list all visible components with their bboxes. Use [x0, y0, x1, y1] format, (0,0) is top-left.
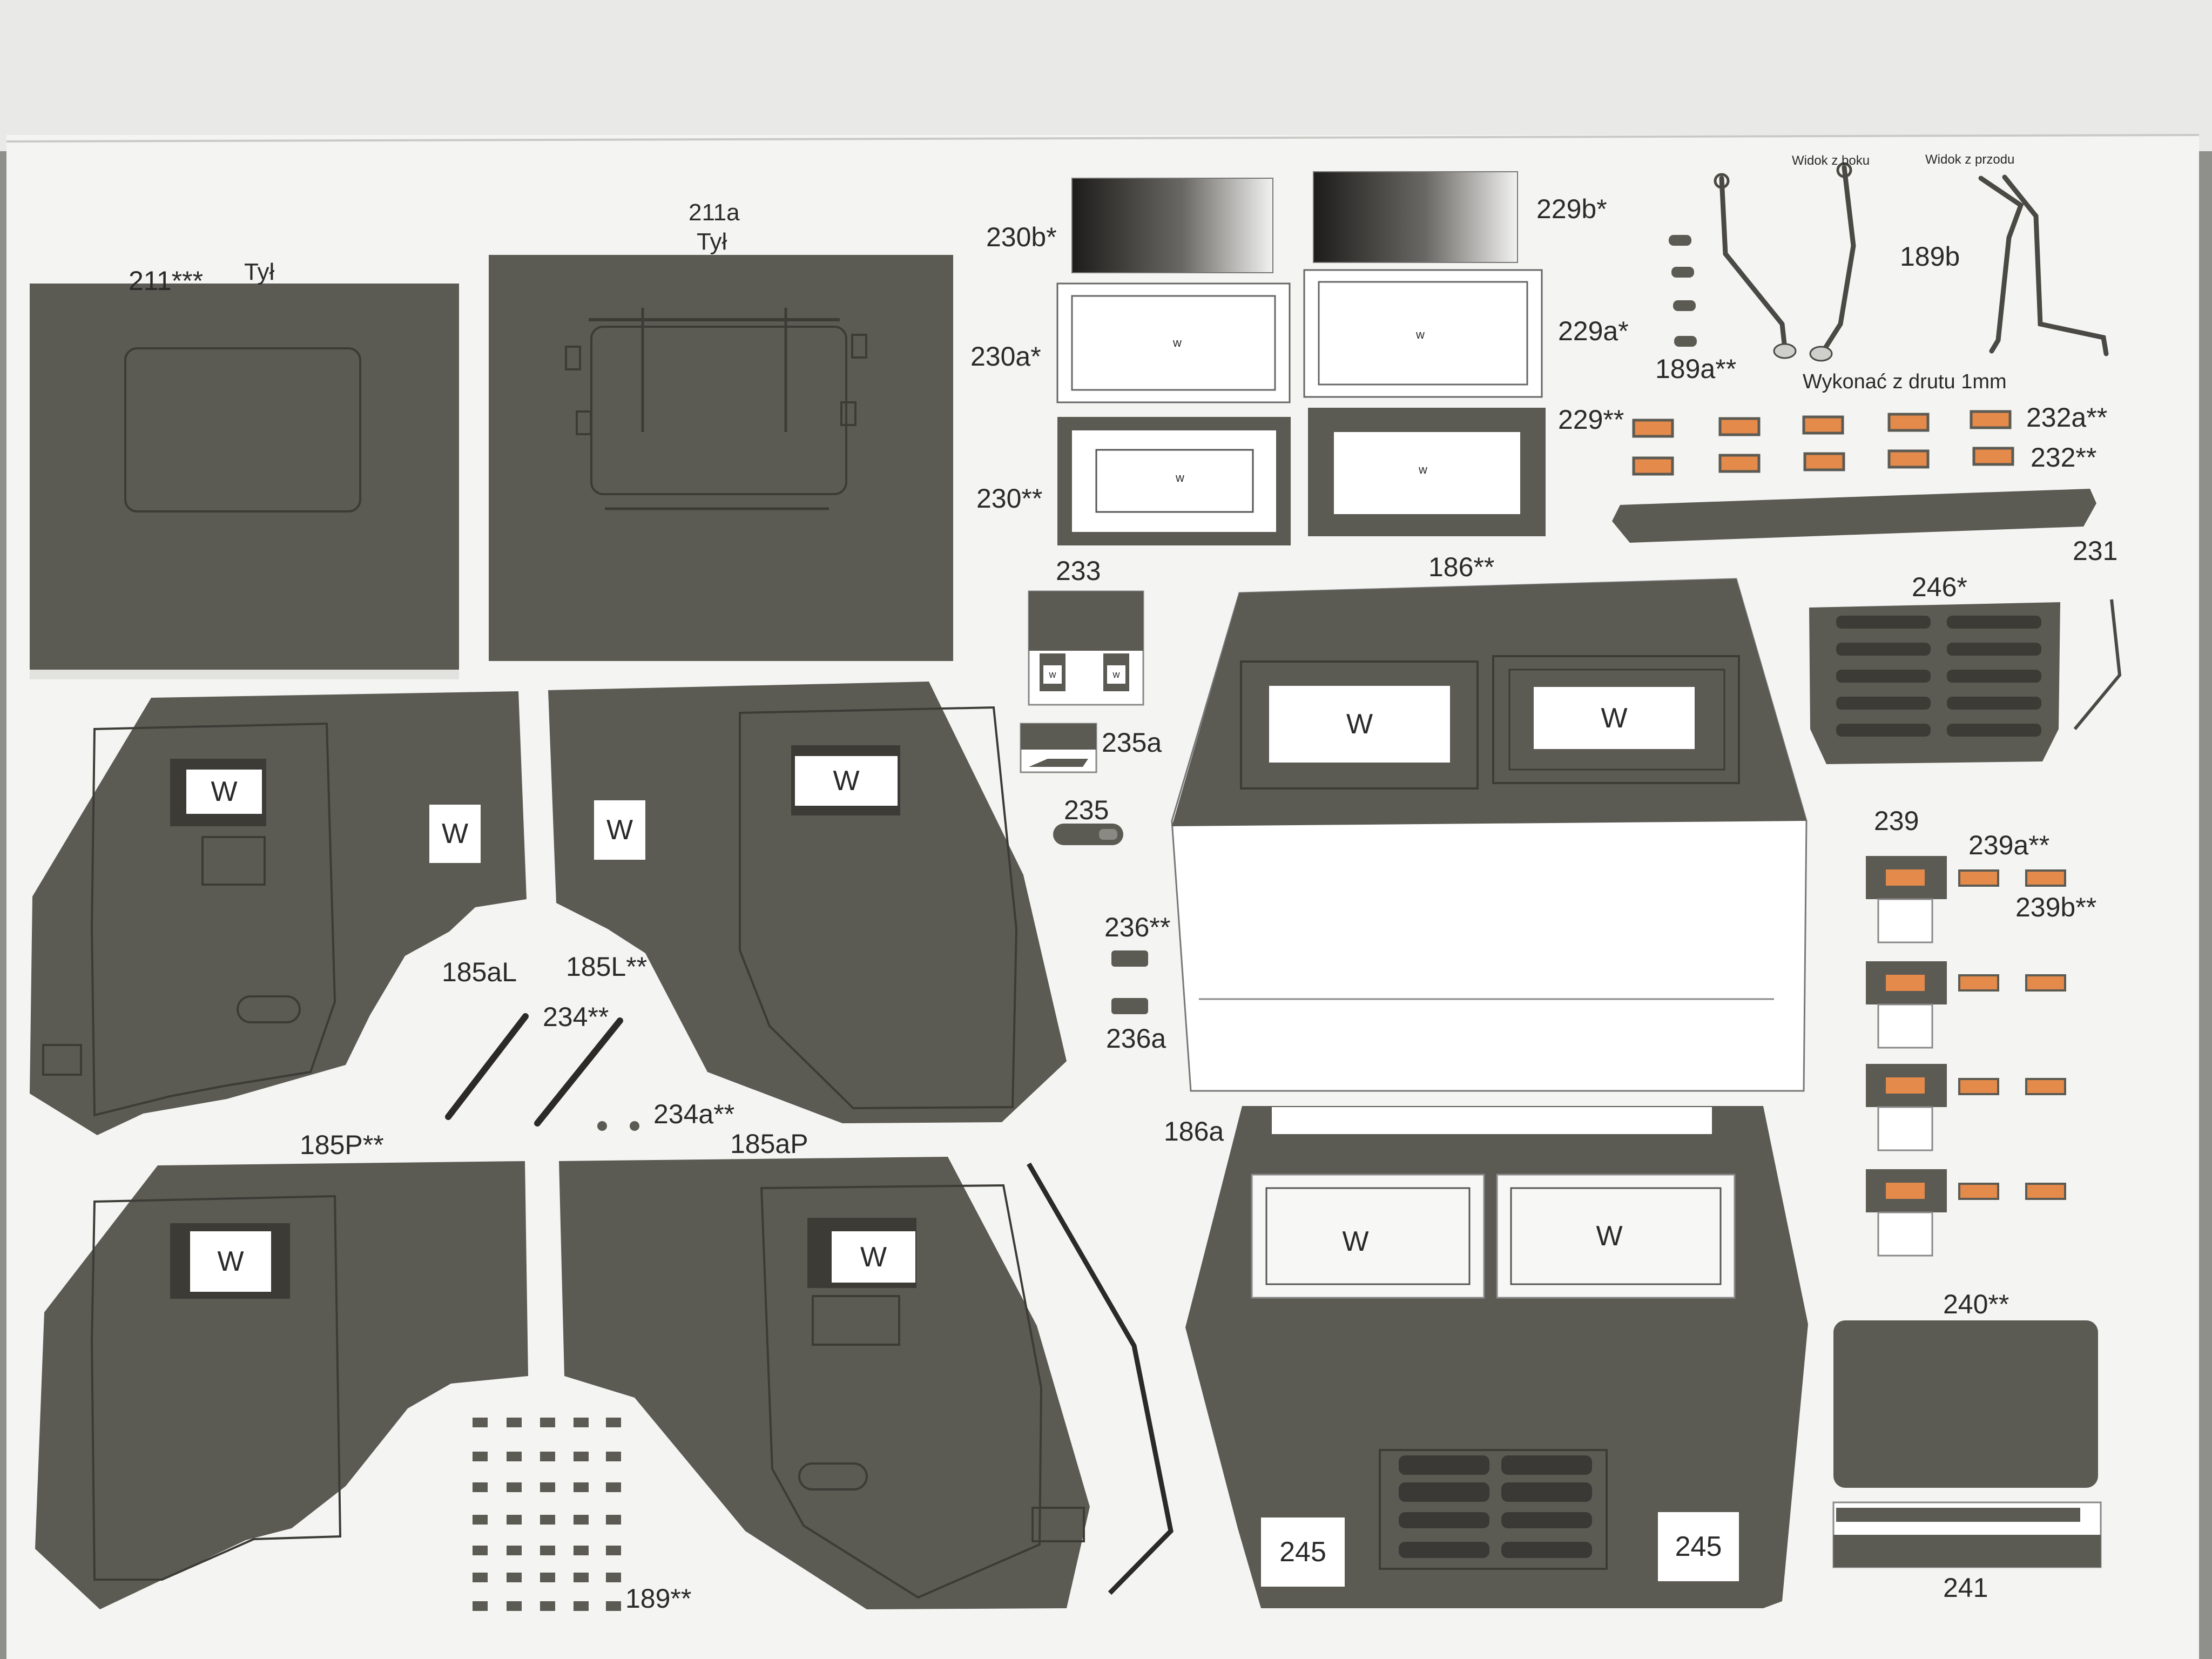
- part-234a-dot: [630, 1121, 639, 1131]
- label-235a: 235a: [1102, 727, 1162, 758]
- label-230b: 230b*: [986, 222, 1057, 252]
- label-240: 240**: [1943, 1289, 2009, 1319]
- label-189b: 189b: [1900, 241, 1960, 272]
- window-mark: W: [1342, 1226, 1369, 1257]
- part-230b-strip: [1071, 178, 1273, 273]
- label-236a: 236a: [1106, 1023, 1166, 1054]
- label-211: 211***: [129, 266, 204, 296]
- part-245-right: 245: [1658, 1512, 1739, 1581]
- part-189b-wires: [1719, 165, 2109, 356]
- window-mark-small: w: [1416, 328, 1425, 341]
- part-189a-bits: [1669, 235, 1697, 347]
- cover-sheet: [0, 0, 2212, 151]
- part-229a: [1303, 269, 1543, 398]
- label-229b: 229b*: [1536, 194, 1607, 224]
- label-246: 246*: [1912, 572, 1967, 602]
- part-241: [1832, 1501, 2102, 1568]
- label-widok-boku: Widok z boku: [1792, 153, 1870, 168]
- label-234a: 234a**: [653, 1099, 735, 1129]
- part-side-wire: [1027, 1162, 1174, 1595]
- part-235: [1053, 824, 1123, 845]
- part-229b-strip: [1313, 171, 1518, 263]
- part-229-frame: [1308, 408, 1546, 536]
- label-widok-przodu: Widok z przodu: [1925, 152, 2015, 167]
- label-tyl-right: Tył: [697, 228, 727, 255]
- part-236: [1111, 950, 1148, 967]
- part-230-frame: [1057, 417, 1291, 545]
- window-mark-small: w: [1419, 463, 1427, 476]
- part-186: [1171, 578, 1808, 1092]
- label-233: 233: [1056, 556, 1101, 586]
- label-185L: 185L**: [566, 952, 648, 982]
- part-189-grid: [473, 1418, 621, 1611]
- part-236a: [1111, 998, 1148, 1014]
- window-mark: W: [186, 770, 262, 814]
- window-mark: W: [190, 1231, 271, 1292]
- label-235: 235: [1064, 795, 1109, 825]
- part-231: [1612, 489, 2096, 543]
- part-240: [1833, 1320, 2098, 1488]
- window-mark-small: w: [1107, 665, 1125, 684]
- part-246: [1809, 602, 2060, 764]
- part-211a: [489, 255, 953, 661]
- label-234: 234**: [543, 1002, 609, 1032]
- label-229a: 229a*: [1558, 316, 1629, 346]
- part-234a-dot: [597, 1121, 607, 1131]
- label-241: 241: [1943, 1573, 1988, 1603]
- window-mark: W: [594, 800, 645, 860]
- label-186a: 186a: [1164, 1116, 1224, 1147]
- label-230a: 230a*: [970, 341, 1041, 372]
- part-239-set: [1866, 856, 2066, 1257]
- label-236: 236**: [1104, 912, 1171, 942]
- window-mark-small: w: [1173, 336, 1182, 349]
- label-239b: 239b**: [2015, 892, 2097, 922]
- label-tyl-left: Tył: [244, 259, 275, 285]
- window-mark: W: [795, 756, 898, 806]
- part-186a: [1185, 1106, 1808, 1608]
- part-234: [445, 1013, 623, 1127]
- part-245-left: 245: [1261, 1518, 1345, 1587]
- label-189: 189**: [625, 1583, 692, 1614]
- part-235a: [1020, 723, 1097, 773]
- part-230a: [1056, 282, 1291, 403]
- label-232: 232**: [2031, 442, 2097, 473]
- part-233: [1028, 590, 1144, 706]
- window-mark: W: [1269, 686, 1450, 763]
- label-189a: 189a**: [1655, 354, 1737, 384]
- window-mark: W: [429, 805, 481, 863]
- label-186: 186**: [1428, 552, 1495, 582]
- label-239a: 239a**: [1968, 830, 2050, 860]
- label-185P: 185P**: [300, 1130, 384, 1160]
- label-wire-note: Wykonać z drutu 1mm: [1803, 370, 2007, 393]
- label-232a: 232a**: [2026, 402, 2108, 433]
- window-mark: W: [1596, 1220, 1623, 1252]
- part-232-lights: [1632, 410, 2014, 476]
- label-230: 230**: [976, 483, 1043, 514]
- sheet-edge: [6, 134, 2200, 143]
- part-185L: [30, 691, 527, 1135]
- label-229: 229**: [1558, 404, 1624, 435]
- label-211a: 211a: [689, 199, 740, 226]
- window-mark: W: [1534, 687, 1695, 749]
- label-185aL: 185aL: [442, 957, 517, 987]
- label-185aP: 185aP: [730, 1129, 808, 1159]
- window-mark-small: w: [1043, 665, 1062, 684]
- part-246-wire: [2073, 599, 2122, 730]
- label-231: 231: [2073, 536, 2118, 566]
- part-211: [30, 284, 459, 679]
- window-mark-small: w: [1176, 471, 1184, 484]
- window-mark: W: [832, 1231, 915, 1283]
- label-239: 239: [1874, 806, 1919, 836]
